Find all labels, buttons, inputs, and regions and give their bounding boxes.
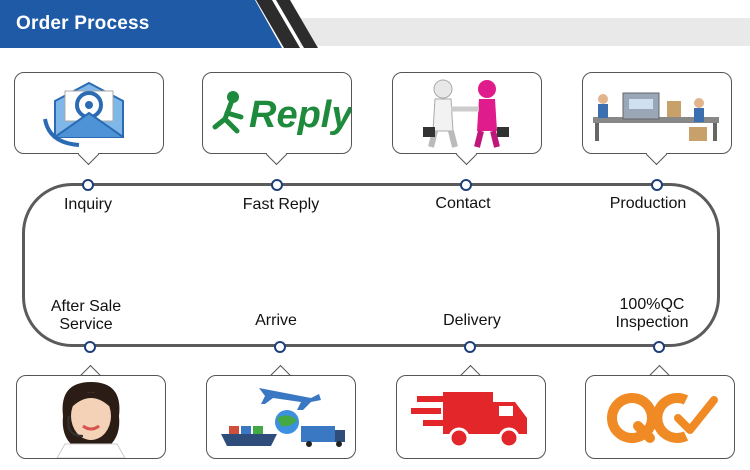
step-after-sale-image <box>16 375 166 459</box>
step-label-after-sale-service: After Sale Service <box>16 298 156 334</box>
node-arrive <box>274 341 286 353</box>
step-production-image <box>582 72 732 154</box>
step-label-production: Production <box>578 195 718 213</box>
node-qc-inspection <box>653 341 665 353</box>
step-label-inquiry: Inquiry <box>18 196 158 214</box>
node-delivery <box>464 341 476 353</box>
delivery-truck-icon <box>397 376 545 458</box>
step-inquiry-image <box>14 72 164 154</box>
handshake-icon <box>393 73 541 153</box>
step-fast-reply-image: Reply <box>202 72 352 154</box>
page-title: Order Process <box>16 13 150 35</box>
step-contact-image <box>392 72 542 154</box>
step-label-contact: Contact <box>393 195 533 213</box>
step-label-fast-reply: Fast Reply <box>211 196 351 214</box>
customer-service-icon <box>17 376 165 458</box>
step-label-arrive: Arrive <box>206 312 346 330</box>
reply-runner-icon: Reply <box>203 73 351 153</box>
step-label-qc-inspection: 100%QC Inspection <box>582 296 722 332</box>
step-label-delivery: Delivery <box>402 312 542 330</box>
svg-text:Reply: Reply <box>249 94 351 136</box>
logistics-icon <box>207 376 355 458</box>
factory-line-icon <box>583 73 731 153</box>
node-production <box>651 179 663 191</box>
qc-check-icon <box>586 376 734 458</box>
node-fast-reply <box>271 179 283 191</box>
step-qc-image <box>585 375 735 459</box>
node-inquiry <box>82 179 94 191</box>
header: Order Process <box>0 0 750 48</box>
email-at-icon <box>15 73 163 153</box>
node-contact <box>460 179 472 191</box>
node-after-sale-service <box>84 341 96 353</box>
step-delivery-image <box>396 375 546 459</box>
step-arrive-image <box>206 375 356 459</box>
